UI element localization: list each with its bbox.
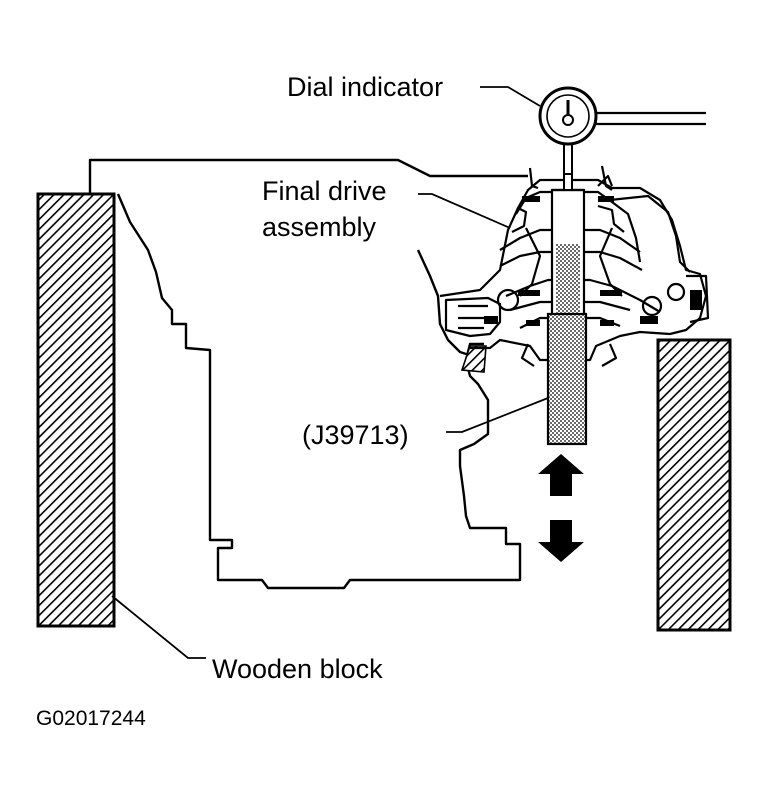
figure-code: G02017244 <box>36 707 146 730</box>
tool-label: (J39713) <box>302 420 409 450</box>
left-wooden-block <box>36 192 116 628</box>
leader-lines <box>111 86 549 659</box>
leader-wooden-block <box>111 595 206 659</box>
wooden-block-label: Wooden block <box>212 654 383 684</box>
final-drive-label: Final drive <box>262 176 387 206</box>
arrow-down-icon <box>538 520 584 562</box>
right-wooden-block <box>656 338 732 632</box>
final-drive-label-2: assembly <box>262 212 377 242</box>
dial-indicator <box>538 86 706 176</box>
dial-indicator-label: Dial indicator <box>287 72 444 102</box>
gear-shading <box>484 196 702 326</box>
case-boss <box>460 345 487 373</box>
arrow-up-icon <box>538 454 584 496</box>
tool-shaft <box>546 173 588 446</box>
leader-tool <box>446 397 549 433</box>
leader-dial-indicator <box>480 86 541 107</box>
leader-final-drive <box>418 193 511 229</box>
